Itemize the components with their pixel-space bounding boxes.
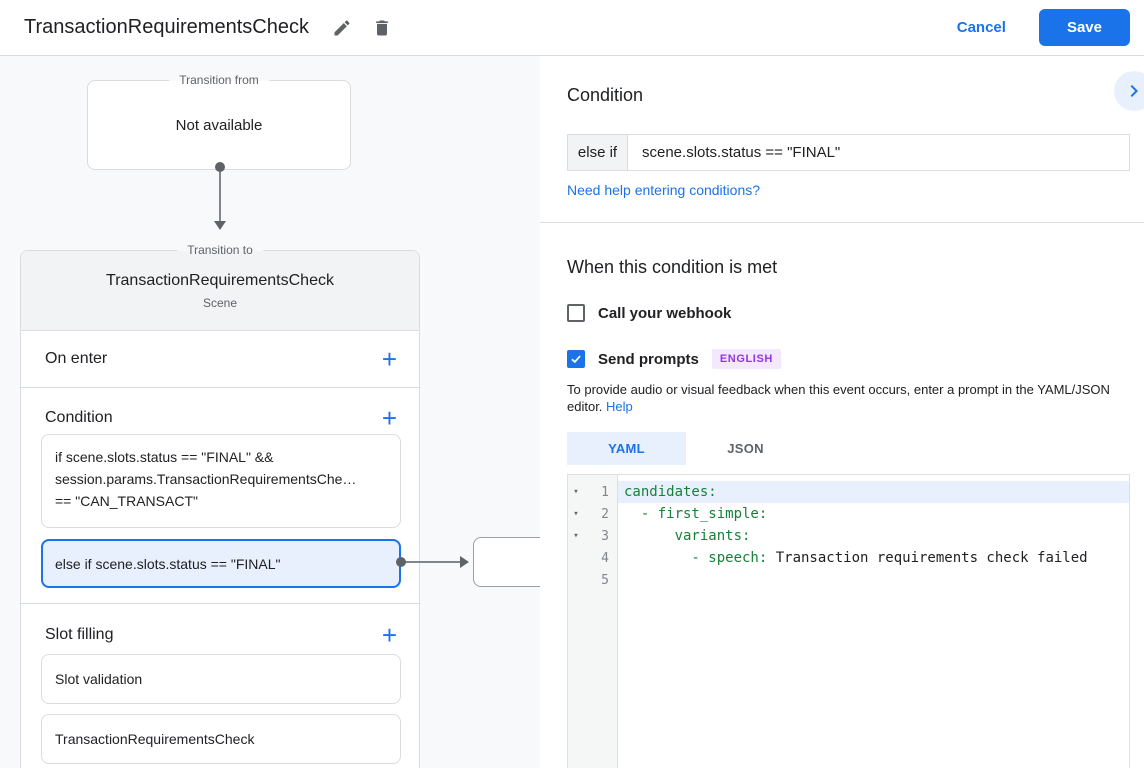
prompts-description: To provide audio or visual feedback when… — [567, 381, 1129, 415]
panel-divider — [540, 222, 1144, 223]
line-number: 3 — [601, 528, 609, 544]
tab-json[interactable]: JSON — [727, 441, 764, 456]
send-prompts-label: Send prompts — [598, 350, 699, 368]
on-enter-label: On enter — [45, 350, 108, 367]
editor-code-area[interactable]: candidates: - first_simple: variants: - … — [618, 475, 1129, 768]
yaml-code-editor[interactable]: ▾ 1 ▾ 2 ▾ 3 4 5 candidates: - first_simple:… — [567, 474, 1130, 768]
on-enter-row: On enter + — [21, 331, 419, 388]
code-line — [618, 569, 1129, 591]
fold-toggle-icon[interactable]: ▾ — [573, 531, 579, 541]
line-number: 4 — [601, 550, 609, 566]
connector-dot — [215, 162, 225, 172]
collapse-panel-button[interactable] — [1114, 71, 1144, 111]
panel-title: Condition — [567, 85, 644, 105]
slot-filling-header-row: Slot filling + — [21, 609, 419, 650]
transition-to-legend: Transition to — [177, 242, 263, 259]
edit-icon[interactable] — [331, 17, 353, 39]
condition-header-row: Condition + — [21, 388, 419, 434]
delete-icon[interactable] — [371, 17, 393, 39]
prompts-row: Send prompts ENGLISH — [567, 349, 1130, 369]
condition-prefix-label: else if — [567, 134, 627, 171]
code-line: candidates: — [618, 481, 1129, 503]
code-line: - speech: Transaction requirements check… — [624, 550, 1088, 566]
flow-canvas: Transition from Not available Transition… — [0, 56, 540, 768]
webhook-row: Call your webhook — [567, 304, 1130, 322]
condition-item-elseif-selected[interactable]: else if scene.slots.status == "FINAL" — [41, 539, 401, 588]
scene-card-subtitle: Scene — [202, 296, 238, 310]
slot-item-transaction-requirements-check[interactable]: TransactionRequirementsCheck — [41, 714, 401, 764]
slot-item-validation[interactable]: Slot validation — [41, 654, 401, 704]
scene-card-title: TransactionRequirementsCheck — [106, 272, 334, 289]
transition-from-content: Not available — [175, 116, 263, 134]
call-webhook-checkbox[interactable] — [567, 304, 585, 322]
add-slot-filling-icon[interactable]: + — [381, 619, 397, 650]
fold-toggle-icon[interactable]: ▾ — [573, 509, 579, 519]
connector-line-horizontal — [405, 561, 461, 563]
code-line: - first_simple: — [624, 506, 768, 522]
condition-line: session.params.TransactionRequirementsCh… — [55, 471, 357, 487]
code-line: variants: — [624, 528, 751, 544]
language-badge: ENGLISH — [711, 349, 781, 369]
line-number: 2 — [601, 506, 609, 522]
condition-section-label: Condition — [45, 409, 113, 426]
condition-item-if[interactable]: if scene.slots.status == "FINAL" && sess… — [41, 434, 401, 528]
slot-filling-label: Slot filling — [45, 625, 114, 643]
line-number: 1 — [601, 484, 609, 500]
top-bar: TransactionRequirementsCheck Cancel Save — [0, 0, 1144, 56]
condition-editor-panel: Condition else if Need help entering con… — [540, 56, 1144, 768]
help-link[interactable]: Help — [606, 399, 633, 414]
condition-line: == "CAN_TRANSACT" — [55, 493, 198, 509]
editor-tabs: YAML JSON — [567, 432, 1130, 465]
transition-from-node[interactable]: Transition from Not available — [87, 72, 351, 170]
condition-expression-input[interactable] — [627, 134, 1130, 171]
add-condition-icon[interactable]: + — [381, 403, 397, 433]
transition-target-node[interactable] — [473, 537, 540, 587]
condition-line: else if scene.slots.status == "FINAL" — [55, 555, 281, 572]
save-button[interactable]: Save — [1038, 9, 1130, 46]
slot-item-label: TransactionRequirementsCheck — [55, 731, 255, 747]
chevron-right-icon — [1130, 85, 1138, 97]
condition-line: if scene.slots.status == "FINAL" && — [55, 449, 274, 465]
arrow-down-icon — [214, 221, 226, 230]
fold-toggle-icon[interactable]: ▾ — [573, 487, 579, 497]
scene-card: Transition to TransactionRequirementsChe… — [20, 242, 420, 768]
page-title: TransactionRequirementsCheck — [24, 16, 309, 38]
transition-from-legend: Transition from — [169, 72, 269, 89]
cancel-button[interactable]: Cancel — [956, 19, 1006, 36]
slot-item-label: Slot validation — [55, 671, 143, 687]
condition-expression-row: else if — [567, 134, 1130, 171]
when-condition-met-title: When this condition is met — [567, 257, 778, 277]
conditions-help-link[interactable]: Need help entering conditions? — [567, 182, 761, 198]
tab-yaml[interactable]: YAML — [567, 432, 686, 465]
connector-line-vertical — [219, 167, 221, 221]
connector-dot — [396, 557, 406, 567]
editor-gutter: ▾ 1 ▾ 2 ▾ 3 4 5 — [568, 475, 618, 768]
add-on-enter-icon[interactable]: + — [381, 344, 397, 374]
scene-card-header[interactable]: Transition to TransactionRequirementsChe… — [21, 242, 419, 331]
line-number: 5 — [601, 572, 609, 588]
call-webhook-label: Call your webhook — [598, 304, 732, 322]
prompts-description-text: To provide audio or visual feedback when… — [567, 382, 1110, 414]
section-divider — [21, 603, 419, 604]
arrow-right-icon — [460, 556, 469, 568]
send-prompts-checkbox[interactable] — [567, 350, 585, 368]
checkmark-icon — [571, 355, 581, 364]
